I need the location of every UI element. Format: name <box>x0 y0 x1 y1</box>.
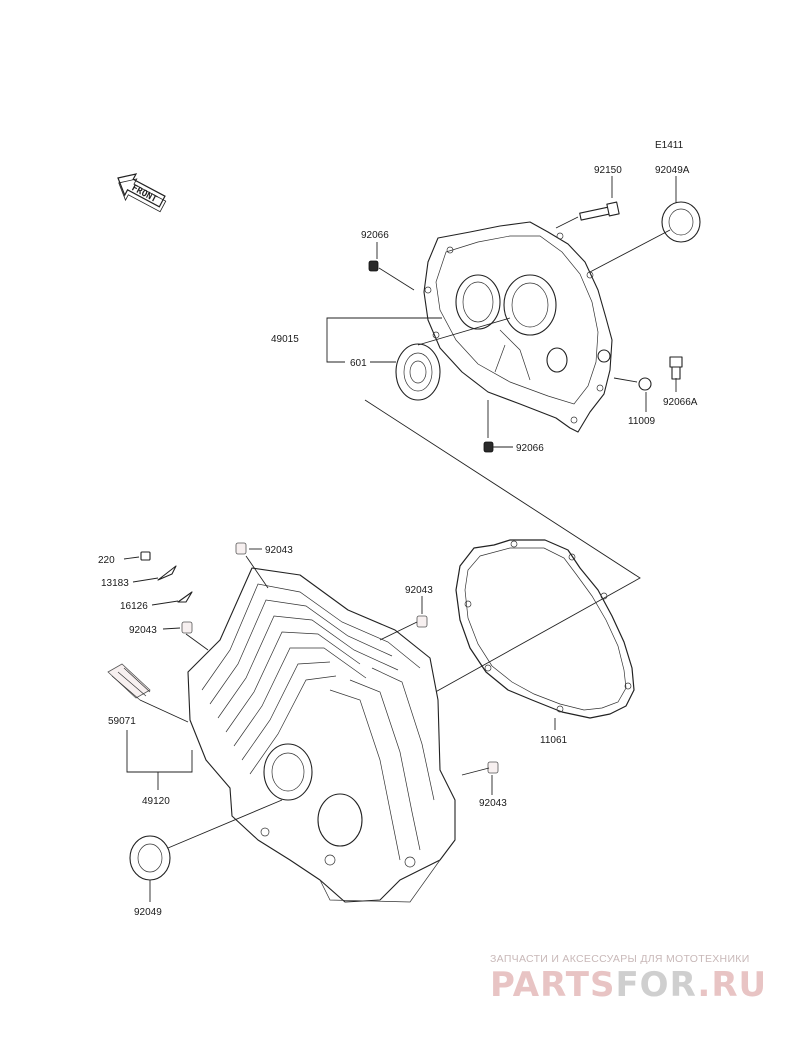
watermark: ЗАПЧАСТИ И АКСЕССУАРЫ ДЛЯ МОТОТЕХНИКИ PA… <box>490 953 767 1005</box>
part-label: 92066 <box>516 443 544 454</box>
part-label: 49120 <box>142 796 170 807</box>
part-label: 92066A <box>663 397 698 408</box>
part-label: 11009 <box>628 416 656 427</box>
dowel-pin-icon <box>235 542 247 555</box>
part-label: 601 <box>350 358 367 369</box>
dowel-pin-icon <box>416 615 428 628</box>
part-label: 49015 <box>271 334 299 345</box>
part-label: 92150 <box>594 165 622 176</box>
drain-plug-icon <box>669 356 683 380</box>
gasket <box>455 539 635 719</box>
oil-seal-icon <box>661 201 701 243</box>
watermark-logo-part1: PARTS <box>490 965 615 1005</box>
clamp-icon <box>177 591 193 603</box>
watermark-logo-part2: FOR <box>615 965 697 1005</box>
watermark-logo-part3: .RU <box>697 965 767 1005</box>
oil-seal-icon <box>129 835 171 881</box>
crankcase-cover <box>423 221 613 433</box>
bolt-icon <box>140 551 151 561</box>
crankcase <box>187 567 456 903</box>
dowel-pin-icon <box>181 621 193 634</box>
part-label: 11061 <box>540 735 568 746</box>
watermark-tagline: ЗАПЧАСТИ И АКСЕССУАРЫ ДЛЯ МОТОТЕХНИКИ <box>490 953 750 965</box>
part-label: 92043 <box>265 545 293 556</box>
dowel-pin-icon <box>483 441 494 453</box>
dowel-pin-icon <box>487 761 499 774</box>
part-label: 92049 <box>134 907 162 918</box>
part-label: 13183 <box>101 578 129 589</box>
bolt-icon <box>579 201 620 221</box>
part-label: 16126 <box>120 601 148 612</box>
part-label: 92049A <box>655 165 690 176</box>
part-label: 92043 <box>129 625 157 636</box>
bracket-icon <box>157 565 177 581</box>
sleeve-icon <box>107 663 151 701</box>
part-label: 220 <box>98 555 115 566</box>
watermark-logo: PARTSFOR.RU <box>490 965 767 1005</box>
ball-bearing-icon <box>395 343 441 401</box>
part-label: 92043 <box>405 585 433 596</box>
leader-lines-upper <box>326 176 677 696</box>
part-label: 92043 <box>479 798 507 809</box>
part-label: 59071 <box>108 716 136 727</box>
leader-lines-lower <box>123 548 556 902</box>
washer-icon <box>638 377 652 391</box>
front-arrow-icon: FRONT <box>117 173 167 213</box>
part-label: 92066 <box>361 230 389 241</box>
dowel-pin-icon <box>368 260 379 272</box>
diagram-code: E1411 <box>655 140 684 151</box>
